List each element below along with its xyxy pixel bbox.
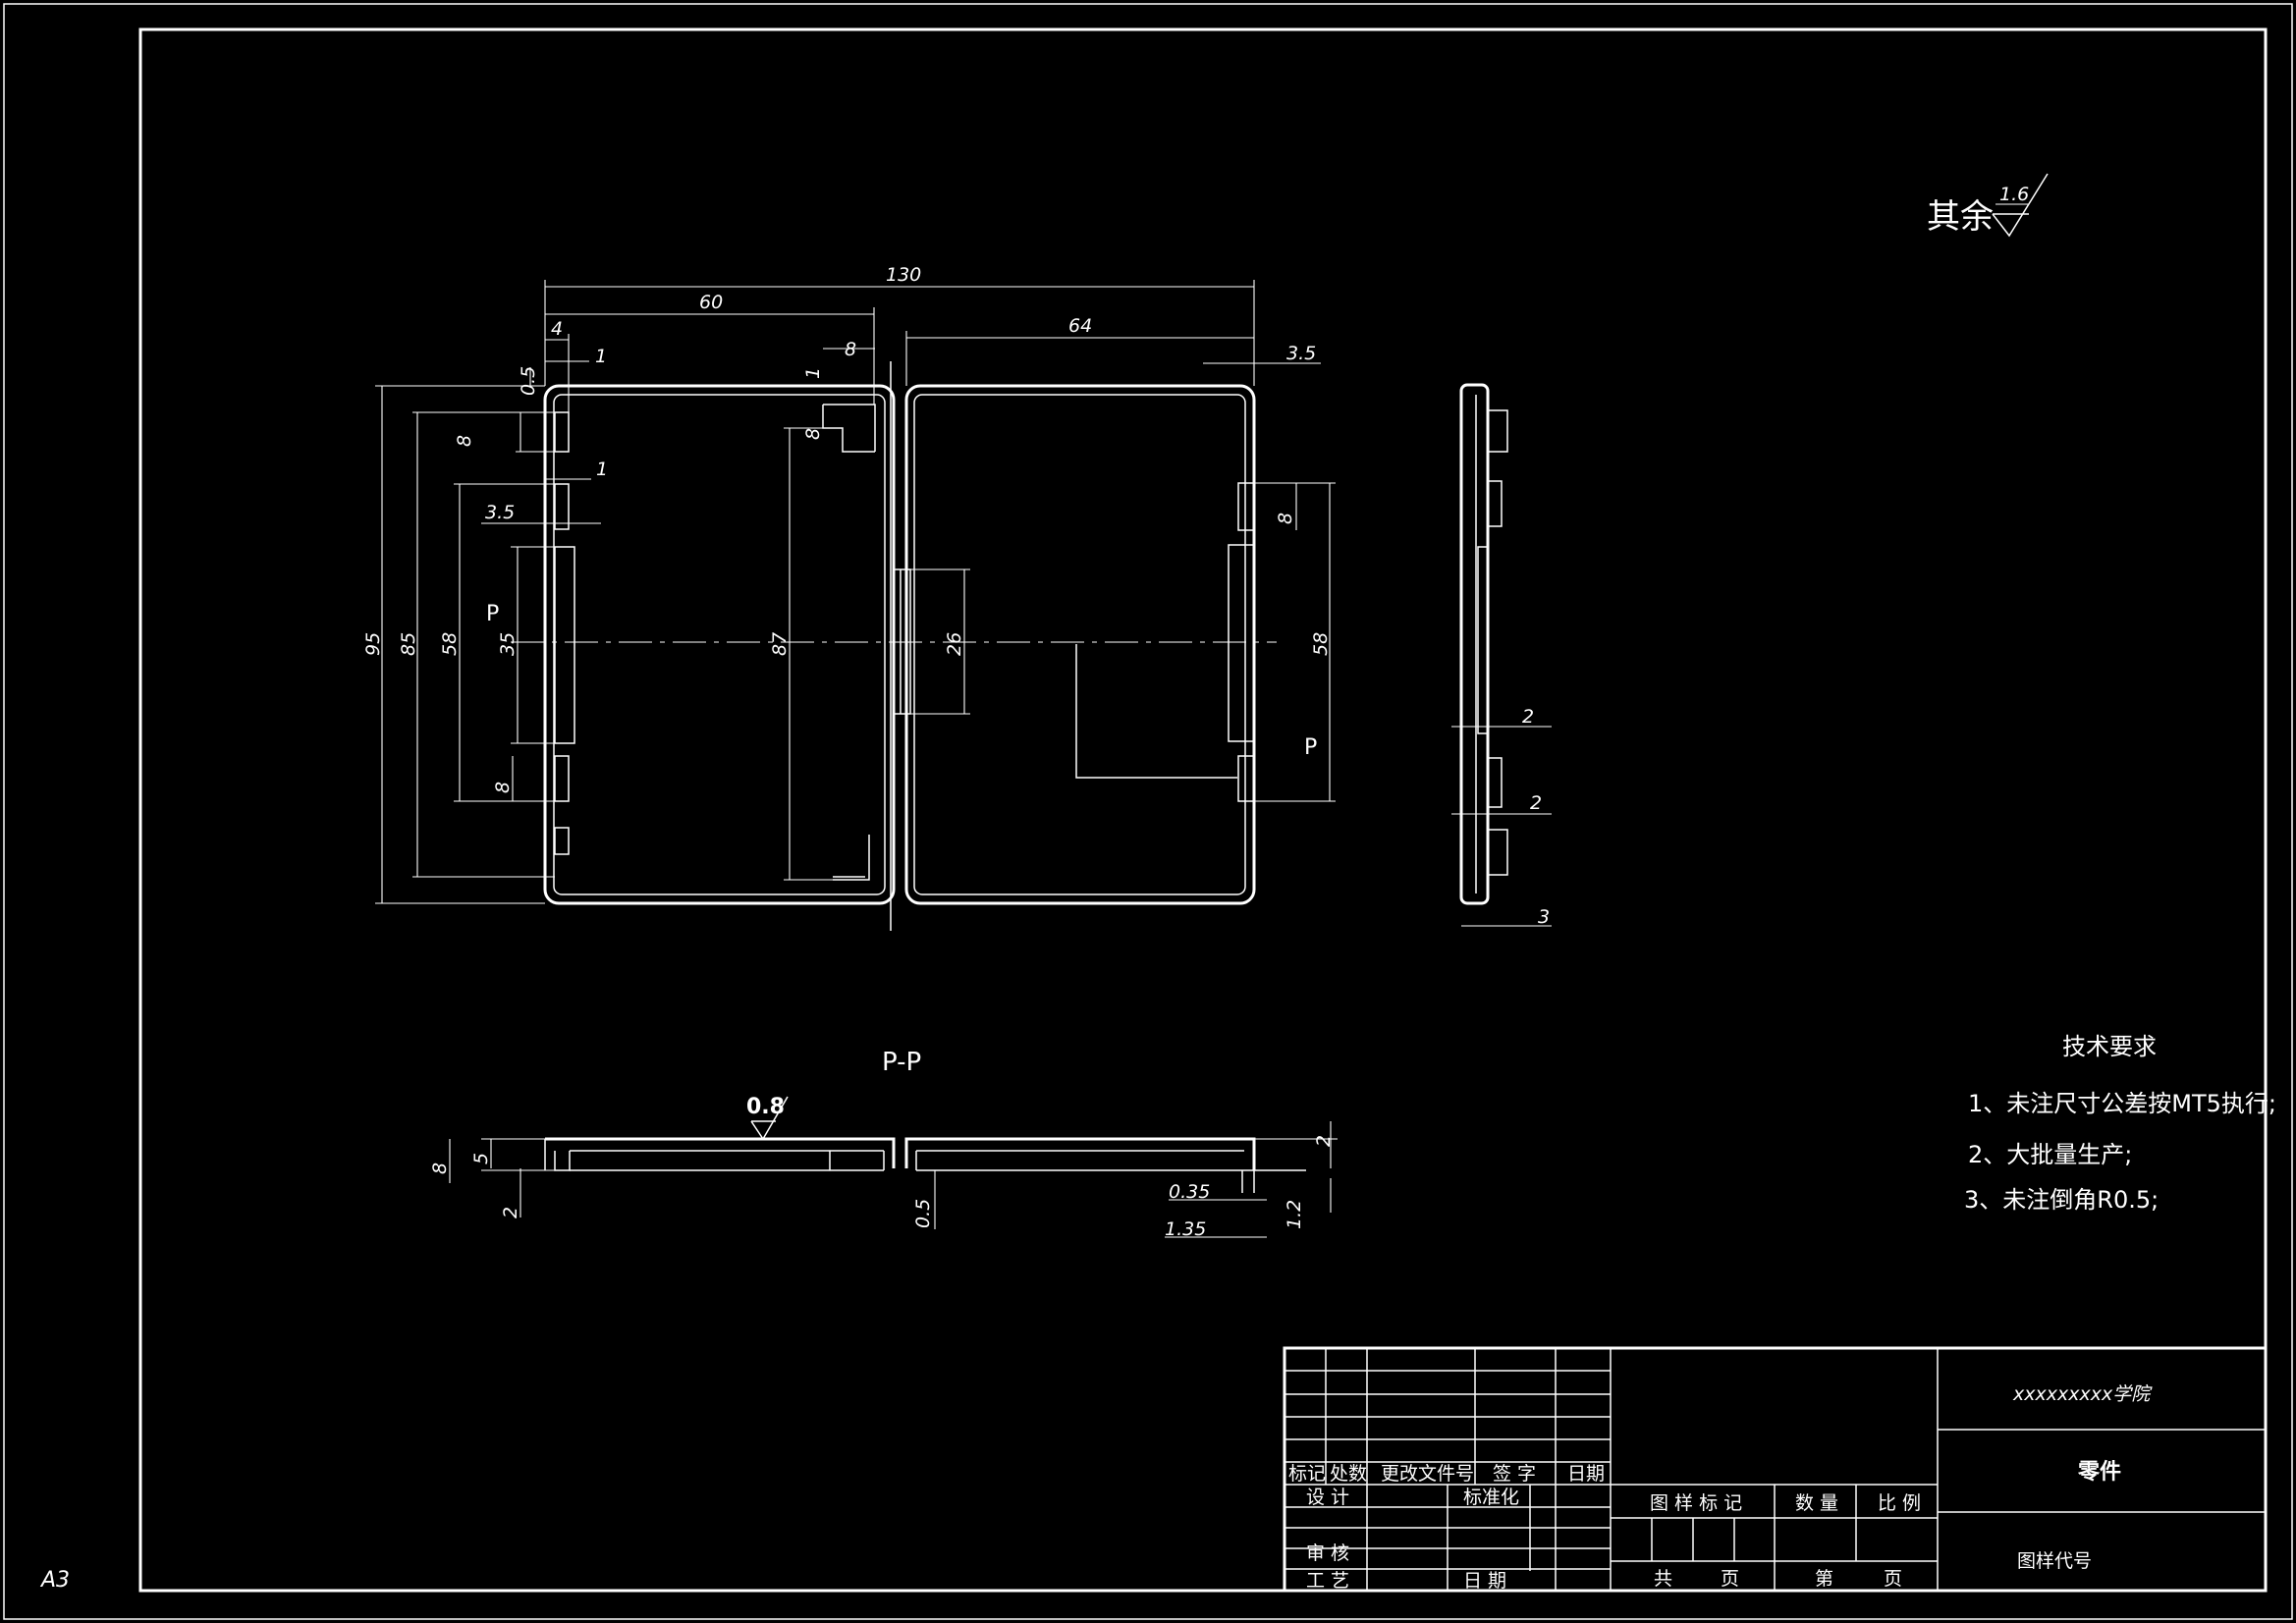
dim-sec-0-35: 0.35 [1169, 1181, 1210, 1203]
tb-scale: 比 例 [1878, 1492, 1921, 1514]
tb-design: 设 计 [1306, 1487, 1349, 1508]
dim-1-top: 1 [595, 346, 607, 367]
section-cut-mark-bottom: P [1304, 735, 1317, 760]
sheet-size-label: A3 [39, 1568, 70, 1593]
inner-border [138, 27, 2268, 1593]
front-dimensions: 130 60 64 4 1 0.5 8 1 3.5 95 [362, 264, 1336, 904]
dim-1-right-clip: 1 [802, 367, 824, 379]
roughness-section-icon [750, 1096, 789, 1141]
dim-58-left: 58 [439, 632, 461, 656]
tb-header-sign: 签 字 [1493, 1463, 1536, 1485]
dim-left-width: 60 [699, 292, 723, 313]
tech-requirements: 技术要求 1、未注尺寸公差按MT5执行; 2、大批量生产; 3、未注倒角R0.5… [1964, 1033, 2276, 1214]
dim-87: 87 [769, 632, 791, 656]
dim-sec-1-35: 1.35 [1165, 1218, 1206, 1240]
dim-side-2-a: 2 [1522, 706, 1534, 728]
tb-header-change-doc: 更改文件号 [1381, 1463, 1474, 1485]
dim-26: 26 [944, 632, 965, 656]
tech-req-item-2: 2、大批量生产; [1968, 1141, 2132, 1168]
tb-school: xxxxxxxxx学院 [2012, 1383, 2153, 1405]
tb-date: 日 期 [1463, 1570, 1506, 1592]
roughness-rest-label: 其余 [1927, 197, 1994, 237]
tb-review: 审 核 [1306, 1542, 1349, 1564]
front-view: P P [486, 361, 1317, 931]
tb-quantity: 数 量 [1795, 1492, 1838, 1514]
tb-header-count: 处数 [1330, 1463, 1367, 1485]
tech-req-title: 技术要求 [2062, 1033, 2157, 1060]
tech-req-item-3: 3、未注倒角R0.5; [1964, 1186, 2159, 1214]
dim-overall-width: 130 [886, 264, 921, 286]
section-cut-mark-top: P [486, 602, 499, 626]
dim-side-3: 3 [1538, 906, 1550, 928]
dim-8-right: 8 [1275, 513, 1296, 524]
dim-sec-2-right: 2 [1313, 1135, 1335, 1147]
dim-side-2-b: 2 [1530, 792, 1542, 814]
outer-border [3, 3, 2293, 1620]
dim-95: 95 [362, 632, 384, 656]
dim-3-5-right: 3.5 [1286, 343, 1316, 364]
tb-sheet-no: 第 [1815, 1568, 1833, 1590]
title-block: 标记 处数 更改文件号 签 字 日期 设 计 标准化 审 核 工 艺 日 期 图… [1283, 1346, 2268, 1593]
tb-header-date: 日期 [1567, 1463, 1605, 1485]
tech-req-item-1: 1、未注尺寸公差按MT5执行; [1968, 1090, 2276, 1117]
tb-header-mark: 标记 [1288, 1463, 1326, 1485]
section-view: P-P 0.8 8 5 2 0.5 0.35 1.35 2 1.2 [429, 1048, 1338, 1240]
dim-35: 35 [497, 632, 519, 656]
dim-sec-2-left: 2 [500, 1207, 521, 1218]
tb-drawing-code: 图样代号 [2017, 1550, 2092, 1572]
tb-process: 工 艺 [1306, 1570, 1349, 1592]
dim-85: 85 [398, 632, 419, 656]
roughness-section-value: 0.8 [746, 1095, 785, 1119]
dim-0-5: 0.5 [518, 366, 539, 396]
section-label: P-P [882, 1048, 921, 1077]
dim-8-top-left: 8 [454, 435, 475, 447]
roughness-rest: 其余 1.6 [1927, 173, 2049, 238]
dim-sec-8: 8 [429, 1163, 451, 1174]
tb-page2: 页 [1884, 1568, 1902, 1590]
tb-page: 页 [1721, 1568, 1739, 1590]
dim-right-width: 64 [1068, 315, 1092, 337]
dim-3-5-left: 3.5 [485, 502, 515, 523]
tb-total: 共 [1654, 1568, 1672, 1590]
dim-4: 4 [551, 318, 563, 340]
side-view: 2 2 3 [1451, 383, 1552, 928]
dim-8-lower-left: 8 [492, 782, 514, 793]
dim-8-right-clip-vert: 8 [802, 428, 824, 440]
tb-part-name: 零件 [2077, 1460, 2121, 1485]
dim-1-mid: 1 [596, 459, 608, 480]
dim-sec-1-2: 1.2 [1284, 1200, 1305, 1229]
dim-8-right-clip: 8 [845, 339, 856, 360]
dim-sec-0-5: 0.5 [912, 1199, 934, 1228]
tb-drawing-mark: 图 样 标 记 [1650, 1492, 1742, 1514]
roughness-rest-value: 1.6 [1999, 184, 2029, 205]
dim-sec-5: 5 [470, 1153, 492, 1164]
tb-standardization: 标准化 [1463, 1487, 1519, 1508]
roughness-symbol-icon [1992, 173, 2049, 238]
dim-58-right: 58 [1310, 632, 1332, 656]
